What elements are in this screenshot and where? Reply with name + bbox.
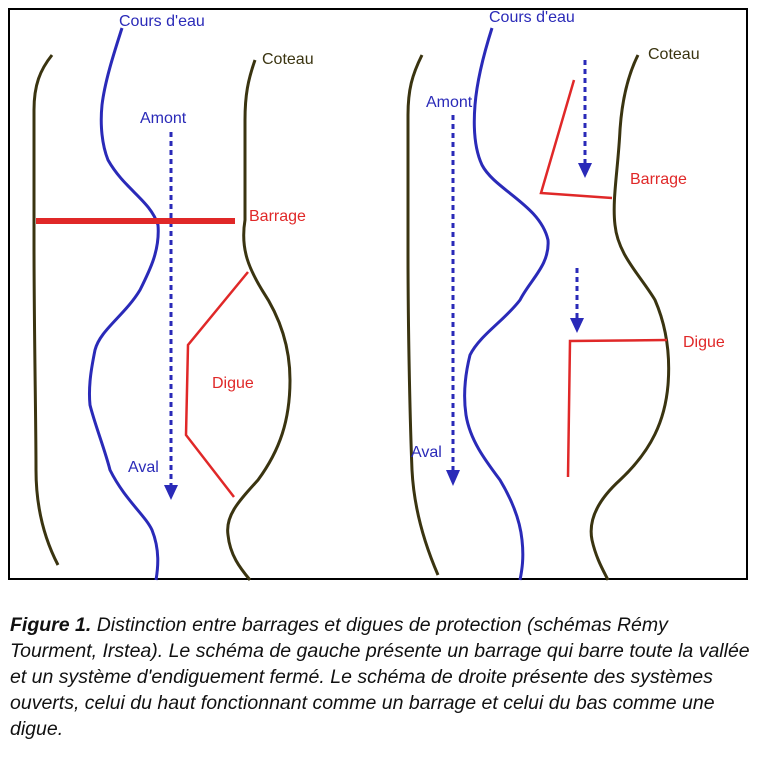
right-barrage-line [539,79,613,200]
left-label-barrage: Barrage [249,208,306,225]
right-label-amont: Amont [426,94,473,111]
left-label-digue: Digue [212,375,254,392]
left-hillside-left-bank [32,54,60,566]
left-label-cours-eau: Cours d'eau [119,13,205,30]
left-label-aval: Aval [128,459,159,476]
right-hillside-right-bank [589,54,671,581]
left-digue-line [184,271,249,498]
caption-text: Distinction entre barrages et digues de … [10,614,750,740]
figure-frame [8,8,748,580]
left-diagram: Cours d'eau Coteau Amont Barrage Digue A… [32,13,314,581]
right-flow-arrowhead [446,470,460,486]
right-digue-line [566,338,668,478]
left-river [88,27,160,581]
left-flow-arrowhead [164,485,178,500]
right-label-aval: Aval [411,444,442,461]
figure-caption: Figure 1. Distinction entre barrages et … [10,612,750,742]
caption-figure-label: Figure 1. [10,614,92,636]
left-label-amont: Amont [140,110,187,127]
right-label-barrage: Barrage [630,171,687,188]
left-hillside-right-bank [226,59,292,581]
left-label-coteau: Coteau [262,51,314,68]
right-upper-flow-arrowhead [578,163,592,178]
right-label-cours-eau: Cours d'eau [489,9,575,26]
right-label-digue: Digue [683,334,725,351]
right-label-coteau: Coteau [648,46,700,63]
right-lower-flow-arrowhead [570,318,584,333]
right-river [463,27,550,581]
right-hillside-left-bank [406,54,440,576]
diagram-canvas: Cours d'eau Coteau Amont Barrage Digue A… [32,9,725,581]
right-diagram: Cours d'eau Coteau Amont Barrage Digue A… [406,9,725,581]
